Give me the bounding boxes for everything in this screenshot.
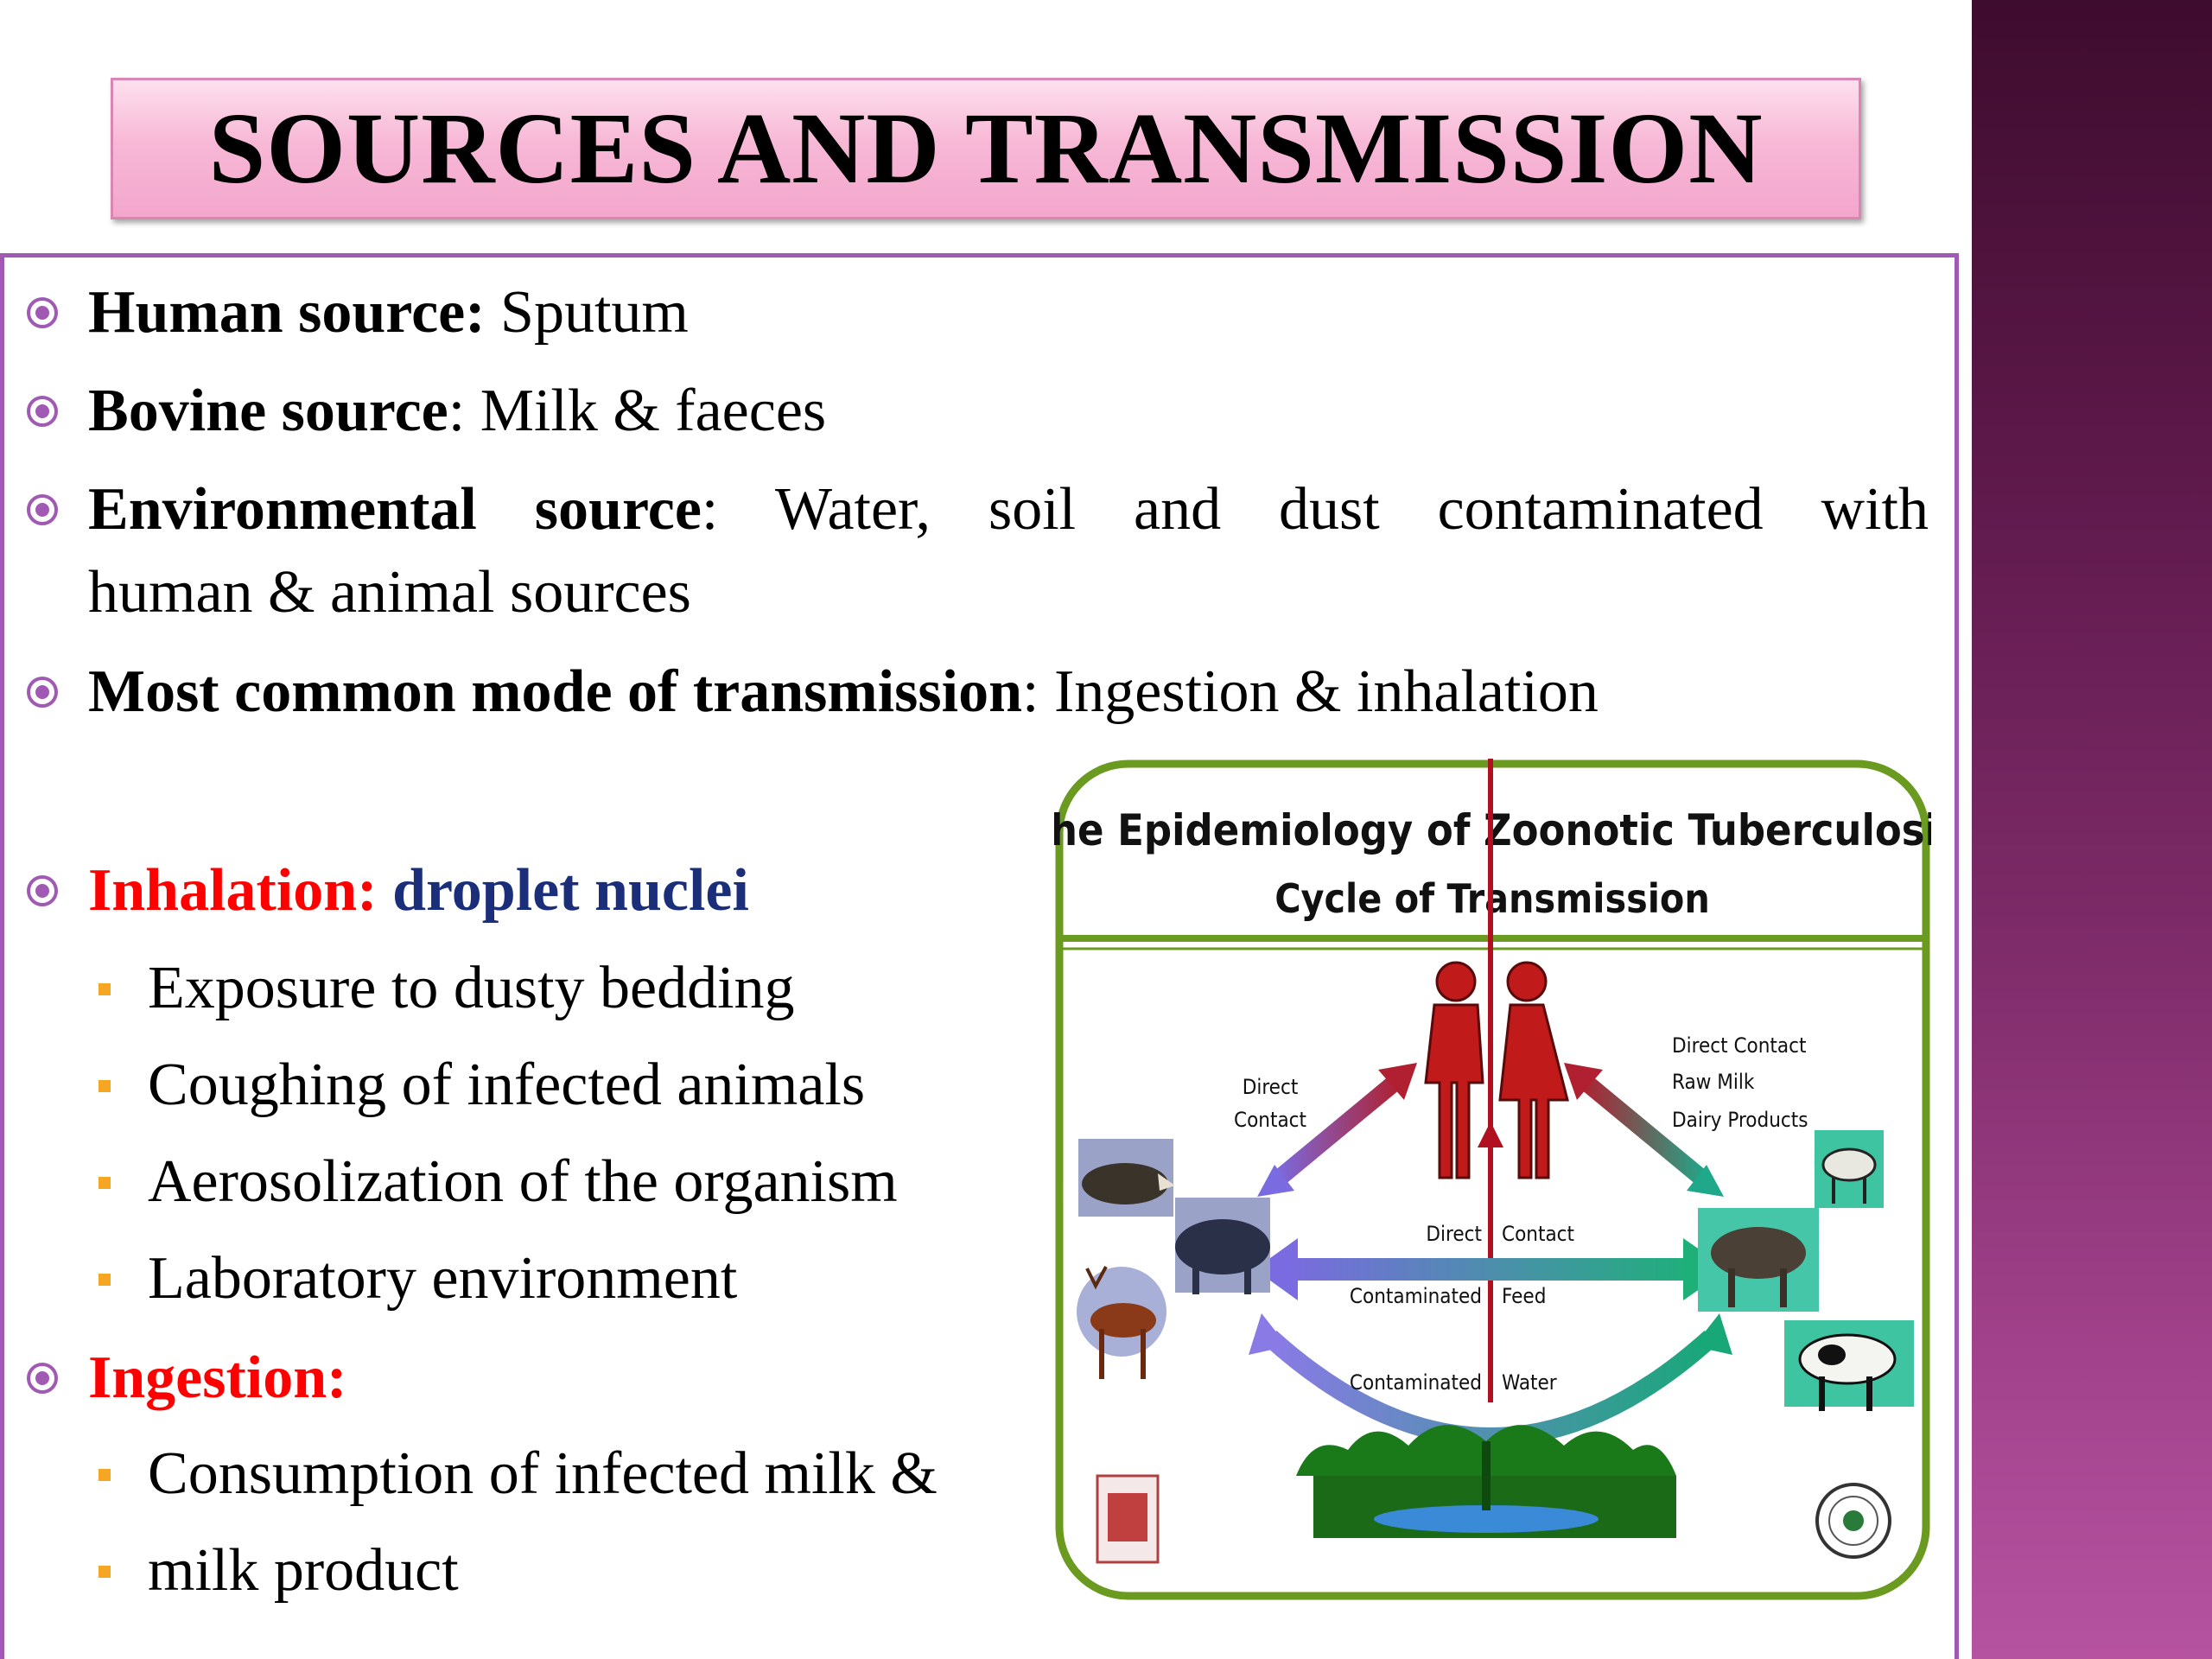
inhalation-item: Laboratory environment <box>148 1245 738 1312</box>
inhalation-item: Coughing of infected animals <box>148 1052 866 1118</box>
institution-logo-left <box>1096 1474 1160 1564</box>
source-text: : Water, soil and dust contaminated with <box>701 476 1929 543</box>
arrow-horizontal <box>1287 1258 1692 1281</box>
deer-icon <box>1077 1266 1166 1379</box>
inhalation-detail: droplet nuclei <box>392 857 749 924</box>
source-environmental: Environmental source: Water, soil and du… <box>88 468 1929 551</box>
source-text: : Ingestion & inhalation <box>1022 658 1599 725</box>
square-bullet-icon <box>99 1274 111 1286</box>
bison-icon <box>1175 1198 1270 1294</box>
square-bullet-icon <box>99 1080 111 1092</box>
label-direct-contact: Direct Contact <box>1672 1033 1806 1058</box>
inhalation-heading: Inhalation: droplet nuclei <box>88 849 749 932</box>
content-frame <box>0 253 1959 1659</box>
ingestion-label: Ingestion: <box>88 1344 347 1411</box>
arrow-bottom-arc <box>1263 1330 1718 1446</box>
circle-bullet-icon <box>27 677 58 708</box>
bullet-list: Human source: Sputum Bovine source: Milk… <box>27 271 1929 1604</box>
source-human: Human source: Sputum <box>88 271 689 354</box>
square-bullet-icon <box>99 1177 111 1189</box>
arrow-animals-to-humans <box>1268 1071 1406 1189</box>
title-banner: SOURCES AND TRANSMISSION <box>111 78 1861 219</box>
goat-icon <box>1815 1130 1884 1208</box>
square-bullet-icon <box>99 1469 111 1481</box>
source-text: Sputum <box>485 279 689 346</box>
human-figures-icon <box>1424 961 1569 1179</box>
source-bovine: Bovine source: Milk & faeces <box>88 370 826 453</box>
label-contaminated-feed-b: Feed <box>1502 1284 1546 1308</box>
decorative-side-band <box>1972 0 2212 1659</box>
cattle-icon <box>1698 1208 1819 1312</box>
slide-title: SOURCES AND TRANSMISSION <box>208 92 1764 205</box>
transmission-cycle-diagram: The Epidemiology of Zoonotic Tuberculosi… <box>1023 759 1961 1601</box>
source-text: : Milk & faeces <box>448 378 827 444</box>
inhalation-item: Aerosolization of the organism <box>148 1148 898 1215</box>
source-label: Most common mode of transmission <box>88 658 1023 725</box>
ingestion-item: Consumption of infected milk & <box>148 1440 938 1507</box>
circle-bullet-icon <box>27 494 58 525</box>
transmission-mode: Most common mode of transmission: Ingest… <box>88 651 1599 734</box>
label-contaminated-water-a: Contaminated <box>1350 1370 1482 1395</box>
square-bullet-icon <box>99 983 111 995</box>
label-dairy-products: Dairy Products <box>1672 1108 1808 1132</box>
circle-bullet-icon <box>27 396 58 427</box>
circle-bullet-icon <box>27 297 58 328</box>
source-label: Bovine source <box>88 378 448 444</box>
diagram-figure: The Epidemiology of Zoonotic Tuberculosi… <box>1023 759 1961 1600</box>
source-label: Environmental source <box>88 476 702 543</box>
label-mid-contact: Contact <box>1502 1222 1574 1246</box>
label-contaminated-feed-a: Contaminated <box>1350 1284 1482 1308</box>
label-direct: Direct <box>1243 1075 1299 1099</box>
institution-seal-right <box>1815 1483 1891 1559</box>
label-contact: Contact <box>1234 1108 1306 1132</box>
dairy-cow-icon <box>1784 1320 1914 1411</box>
badger-icon <box>1078 1139 1175 1217</box>
ingestion-heading: Ingestion: <box>88 1337 346 1420</box>
label-mid-direct: Direct <box>1426 1222 1482 1246</box>
source-environmental-continued: human & animal sources <box>88 559 691 626</box>
source-label: Human source: <box>88 279 486 346</box>
inhalation-item: Exposure to dusty bedding <box>148 955 795 1021</box>
landscape-icon <box>1296 1425 1676 1538</box>
circle-bullet-icon <box>27 875 58 906</box>
label-contaminated-water-b: Water <box>1502 1370 1557 1395</box>
circle-bullet-icon <box>27 1363 58 1394</box>
inhalation-label: Inhalation: <box>88 857 378 924</box>
label-raw-milk: Raw Milk <box>1672 1070 1755 1094</box>
ingestion-item: milk product <box>148 1537 459 1604</box>
arrow-humans-to-livestock <box>1575 1071 1713 1189</box>
square-bullet-icon <box>99 1566 111 1578</box>
